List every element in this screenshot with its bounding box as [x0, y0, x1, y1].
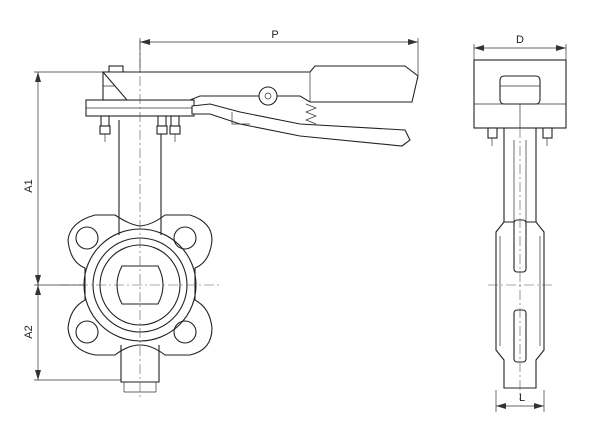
dimension-a2: A2 [23, 285, 121, 381]
dimension-l: L [495, 390, 545, 412]
front-view [60, 40, 419, 400]
lug-hole-bottom-left [75, 320, 99, 344]
label-l: L [519, 392, 525, 404]
side-body-outline [495, 221, 545, 389]
flange-bolts [99, 115, 181, 142]
lug-hole-bottom-right [173, 320, 197, 344]
handle-pivot [258, 86, 278, 106]
valve-neck [118, 120, 162, 235]
lug-hole-top-right [173, 226, 197, 250]
label-a1: A1 [23, 179, 35, 192]
dimension-d: D [473, 34, 567, 60]
side-view [473, 59, 567, 400]
handle-lower-lever [191, 103, 411, 147]
dimension-p: P [139, 29, 419, 76]
valve-body-outline [67, 214, 213, 356]
handle-spring [305, 103, 317, 125]
label-p: P [271, 29, 278, 41]
lug-hole-top-left [75, 226, 99, 250]
side-hub [499, 75, 541, 105]
side-bolts [487, 127, 553, 146]
label-a2: A2 [23, 325, 35, 338]
side-neck [503, 128, 537, 222]
handle-upper-bar [101, 65, 419, 103]
dimension-a1: A1 [23, 71, 103, 286]
label-d: D [516, 34, 524, 46]
